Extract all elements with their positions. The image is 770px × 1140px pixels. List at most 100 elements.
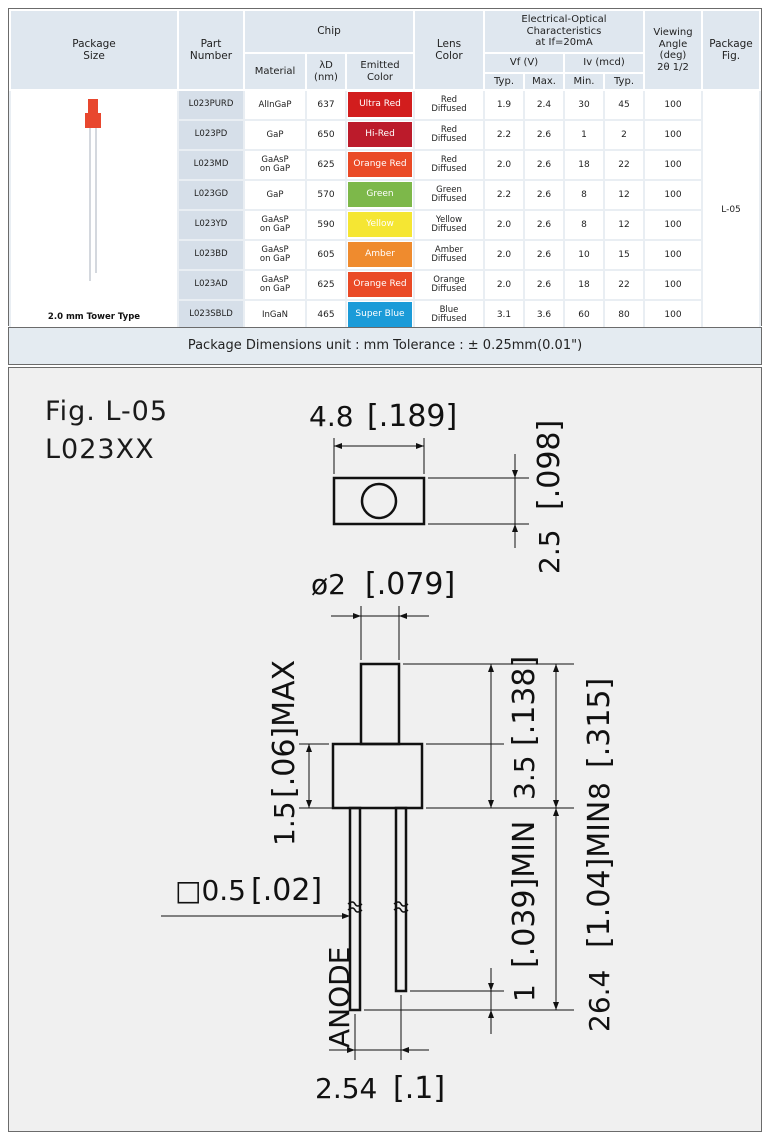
material: GaAsP on GaP [243, 268, 307, 301]
vf-max: 2.6 [523, 178, 565, 211]
header-emitted-color: Emitted Color [345, 52, 415, 91]
header-electrical-optical: Electrical-Optical Characteristics at If… [483, 9, 645, 54]
dimension-drawing: Fig. L-05 L023XX 4.8 [.189] 2.5 [.098] [8, 367, 762, 1132]
iv-min: 8 [563, 178, 605, 211]
wavelength: 570 [305, 178, 347, 211]
part-number: L023BD [177, 238, 245, 271]
header-vf: Vf (V) [483, 52, 565, 74]
dim-total-height: 8 [583, 782, 616, 800]
lens-color: Blue Diffused [413, 298, 485, 331]
material: GaAsP on GaP [243, 148, 307, 181]
dim-width-top: 4.8 [309, 400, 354, 433]
side-view-body [331, 742, 424, 810]
package-size-label: 2.0 mm Tower Type [47, 312, 141, 322]
material: GaAsP on GaP [243, 208, 307, 241]
dim-dome-dia: ø2 [311, 568, 346, 601]
vf-max: 3.6 [523, 298, 565, 331]
material: GaP [243, 118, 307, 151]
wavelength: 590 [305, 208, 347, 241]
material: GaP [243, 178, 307, 211]
dim-lead-length-inch: [1.04]MIN [582, 801, 617, 948]
emitted-color-swatch: Amber [348, 242, 412, 268]
vf-typ: 2.0 [483, 268, 525, 301]
side-view-dome [359, 662, 401, 746]
wavelength: 650 [305, 118, 347, 151]
header-vf-typ: Typ. [483, 72, 525, 91]
header-iv: Iv (mcd) [563, 52, 645, 74]
emitted-color-swatch: Yellow [348, 212, 412, 238]
header-chip: Chip [243, 9, 415, 54]
iv-typ: 22 [603, 148, 645, 181]
iv-min: 1 [563, 118, 605, 151]
iv-min: 18 [563, 268, 605, 301]
vf-typ: 3.1 [483, 298, 525, 331]
header-iv-min: Min. [563, 72, 605, 91]
vf-typ: 2.0 [483, 148, 525, 181]
anode-label: ANODE [323, 947, 356, 1048]
lens-color: Yellow Diffused [413, 208, 485, 241]
viewing-angle: 100 [643, 268, 703, 301]
spec-table-frame: Package Size Part Number Chip Lens Color… [8, 8, 762, 331]
viewing-angle: 100 [643, 89, 703, 121]
vf-max: 2.6 [523, 118, 565, 151]
vf-typ: 1.9 [483, 89, 525, 121]
vf-max: 2.6 [523, 268, 565, 301]
part-number: L023PURD [177, 89, 245, 121]
viewing-angle: 100 [643, 178, 703, 211]
viewing-angle: 100 [643, 118, 703, 151]
part-number: L023MD [177, 148, 245, 181]
wavelength: 605 [305, 238, 347, 271]
material: GaAsP on GaP [243, 238, 307, 271]
part-number: L023SBLD [177, 298, 245, 331]
dim-flange: 1.5 [268, 801, 301, 846]
iv-typ: 80 [603, 298, 645, 331]
iv-min: 8 [563, 208, 605, 241]
iv-typ: 45 [603, 89, 645, 121]
dim-depth-inch: [.098] [532, 420, 567, 510]
emitted-color-cell: Orange Red [345, 148, 415, 181]
viewing-angle: 100 [643, 148, 703, 181]
dim-lead-length: 26.4 [583, 970, 616, 1032]
header-lens-color: Lens Color [413, 9, 485, 91]
emitted-color-swatch: Super Blue [348, 302, 412, 328]
wavelength: 625 [305, 148, 347, 181]
iv-typ: 2 [603, 118, 645, 151]
iv-typ: 22 [603, 268, 645, 301]
iv-min: 60 [563, 298, 605, 331]
viewing-angle: 100 [643, 238, 703, 271]
dim-pitch: 2.54 [315, 1072, 377, 1105]
drawing-svg: 4.8 [.189] 2.5 [.098] ø2 [.079] [161, 399, 617, 1106]
header-material: Material [243, 52, 307, 91]
wavelength: 465 [305, 298, 347, 331]
emitted-color-cell: Amber [345, 238, 415, 271]
vf-typ: 2.2 [483, 118, 525, 151]
figure-title: Fig. L-05 [45, 396, 169, 427]
top-view-dome-circle [360, 482, 398, 520]
vf-max: 2.6 [523, 148, 565, 181]
lens-color: Orange Diffused [413, 268, 485, 301]
lens-color: Amber Diffused [413, 238, 485, 271]
dim-width-top-inch: [.189] [367, 399, 457, 434]
lens-color: Red Diffused [413, 89, 485, 121]
dim-depth: 2.5 [533, 529, 566, 574]
part-number: L023GD [177, 178, 245, 211]
package-dimensions-bar: Package Dimensions unit : mm Tolerance :… [8, 327, 762, 365]
material: AlInGaP [243, 89, 307, 121]
header-wavelength: λD (nm) [305, 52, 347, 91]
wavelength: 625 [305, 268, 347, 301]
lens-color: Red Diffused [413, 118, 485, 151]
dim-flange-inch: [.06]MAX [267, 660, 302, 798]
iv-min: 30 [563, 89, 605, 121]
wavelength: 637 [305, 89, 347, 121]
emitted-color-swatch: Hi-Red [348, 122, 412, 148]
top-view-body [332, 476, 426, 526]
header-vf-max: Max. [523, 72, 565, 91]
viewing-angle: 100 [643, 208, 703, 241]
header-iv-typ: Typ. [603, 72, 645, 91]
emitted-color-swatch: Ultra Red [348, 92, 412, 118]
header-package-size: Package Size [9, 9, 179, 91]
